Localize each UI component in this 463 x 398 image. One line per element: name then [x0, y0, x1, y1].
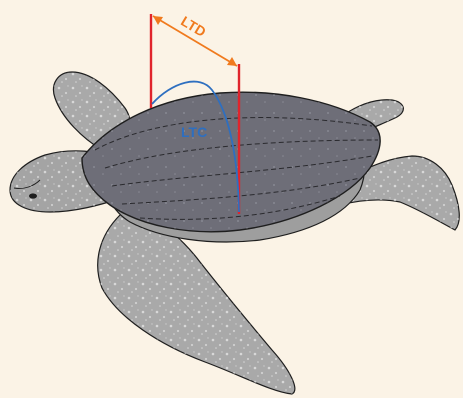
ltc-label: LTC — [181, 124, 207, 140]
ltd-label: LTD — [178, 13, 209, 40]
eye-icon — [29, 193, 37, 198]
